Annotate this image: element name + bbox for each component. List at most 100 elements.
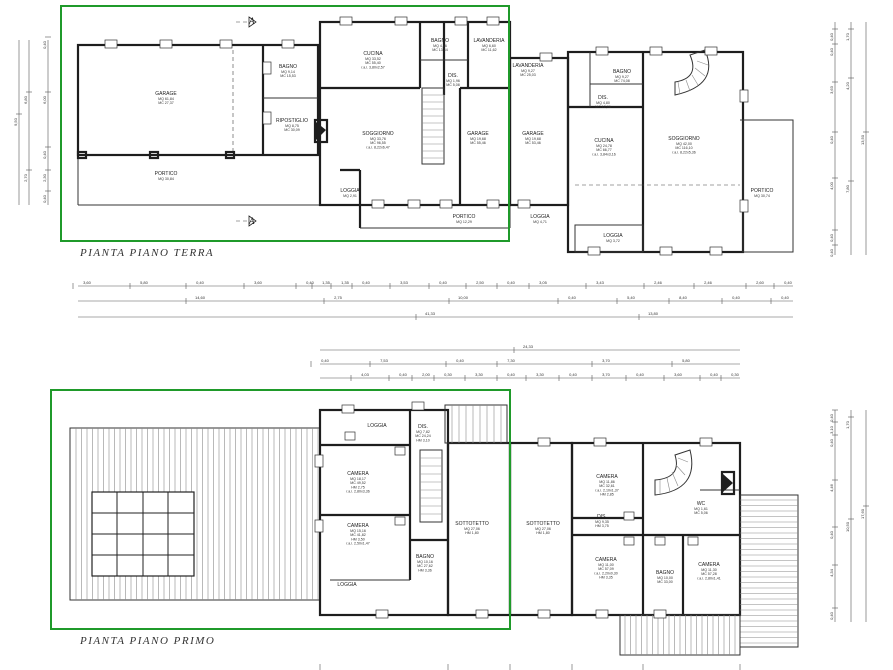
dimension-label: 0,40 bbox=[829, 530, 834, 539]
room-area-line: MQ 1,61 bbox=[694, 507, 708, 511]
room-name: GARAGE bbox=[467, 131, 489, 137]
room-area-line: MC 24,24 bbox=[415, 434, 431, 438]
room-area-line: MC 57,28 bbox=[701, 572, 717, 576]
dimension-label: 3,30 bbox=[536, 372, 545, 377]
room-area-line: MQ 27,06 bbox=[535, 527, 551, 531]
dimension-label: 10,50 bbox=[845, 521, 850, 532]
dimension-label: 3,70 bbox=[602, 372, 611, 377]
dimension-label: 0,40 bbox=[636, 372, 645, 377]
first-room-label: LOGGIA bbox=[337, 582, 357, 588]
room-area-line: r.a.i. 2,50x1,47 bbox=[346, 542, 370, 546]
dimension-label: 4,46 bbox=[829, 483, 834, 492]
highlight-ground-floor bbox=[60, 5, 510, 242]
dimension-label: 0,40 bbox=[829, 413, 834, 422]
room-name: LOGGIA bbox=[603, 233, 623, 239]
room-area-line: MQ 4,66 bbox=[433, 44, 447, 48]
dimension-label: 0,40 bbox=[456, 358, 465, 363]
room-area-line: MQ 1,96 bbox=[446, 79, 460, 83]
room-area-line: MC 49,52 bbox=[350, 481, 366, 485]
room-area-line: MQ 24,78 bbox=[596, 144, 612, 148]
dimension-label: 6,80 bbox=[23, 95, 28, 104]
room-name: PORTICO bbox=[453, 214, 476, 220]
room-name: DIS. bbox=[598, 95, 608, 101]
dimension-label: 3,10 bbox=[829, 425, 834, 434]
room-area-line: r.a.i. 2,80x1,41 bbox=[697, 576, 721, 580]
dimension-label: 3,53 bbox=[400, 280, 409, 285]
room-name: CAMERA bbox=[698, 562, 720, 568]
room-area-line: MQ 61,84 bbox=[158, 97, 174, 101]
room-name: SOGGIORNO bbox=[668, 136, 700, 142]
dimension-label: 0,40 bbox=[829, 32, 834, 41]
dimension-label: 2,46 bbox=[704, 280, 713, 285]
room-area-line: MQ 11,86 bbox=[599, 480, 615, 484]
dimension-label: 0,40 bbox=[829, 438, 834, 447]
dimension-label: 3,70 bbox=[602, 358, 611, 363]
room-area-line: MC 53,46 bbox=[525, 141, 541, 145]
room-area-line: MC 27,62 bbox=[417, 564, 433, 568]
room-area-line: r.a.i. 2,80x3,36 bbox=[346, 490, 370, 494]
room-area-line: MC 57,09 bbox=[598, 567, 614, 571]
room-name: PORTICO bbox=[751, 188, 774, 194]
room-name: CAMERA bbox=[347, 471, 369, 477]
first-room-label: LOGGIA bbox=[367, 423, 387, 429]
room-area-line: MC 27,37 bbox=[158, 101, 174, 105]
room-area-line: MQ 30,74 bbox=[754, 194, 770, 198]
room-name: LAVANDERIA bbox=[513, 63, 545, 69]
room-name: CUCINA bbox=[594, 138, 614, 144]
room-name: DIS. bbox=[448, 73, 458, 79]
dimension-label: 3,60 bbox=[674, 372, 683, 377]
room-area-line: MQ 8,75 bbox=[285, 124, 299, 128]
room-area-line: MC 5,06 bbox=[694, 511, 708, 515]
room-area-line: MQ 30,84 bbox=[158, 177, 174, 181]
dimension-label: 1,35 bbox=[322, 280, 331, 285]
dimension-label: 5,40 bbox=[627, 295, 636, 300]
dimension-label: 0,40 bbox=[568, 295, 577, 300]
dimension-label: 7,53 bbox=[380, 358, 389, 363]
dimension-label: 0,40 bbox=[829, 248, 834, 257]
room-name: LOGGIA bbox=[340, 188, 360, 194]
room-area-line: MC 12,96 bbox=[595, 105, 611, 109]
dimension-label: 4,03 bbox=[361, 372, 370, 377]
garage-wall bbox=[76, 43, 320, 157]
room-area-line: MQ 10,16 bbox=[417, 560, 433, 564]
dimension-label: 0,40 bbox=[732, 295, 741, 300]
room-name: BAGNO bbox=[613, 69, 631, 75]
dimension-label: 0,40 bbox=[439, 280, 448, 285]
room-name: SOTTOTETTO bbox=[526, 521, 560, 527]
room-name: GARAGE bbox=[522, 131, 544, 137]
room-area-line: MC 25,03 bbox=[520, 73, 536, 77]
room-name: GARAGE bbox=[155, 91, 177, 97]
room-area-line: MQ 9,14 bbox=[281, 70, 295, 74]
dimension-label: 0,40 bbox=[42, 40, 47, 49]
room-name: PORTICO bbox=[155, 171, 178, 177]
dimension-label: 0,30 bbox=[444, 372, 453, 377]
room-area-line: MQ 11,00 bbox=[598, 563, 614, 567]
room-area-line: MC 55,46 bbox=[470, 141, 486, 145]
room-area-line: MC 41,82 bbox=[350, 533, 366, 537]
room-area-line: HM 3,10 bbox=[416, 438, 430, 442]
right-first-floor-wall bbox=[570, 441, 742, 617]
room-area-line: MQ 27,06 bbox=[464, 527, 480, 531]
dimension-label: 2,46 bbox=[654, 280, 663, 285]
dimension-label: 3,30 bbox=[475, 372, 484, 377]
title-ground-floor: PIANTA PIANO TERRA bbox=[79, 247, 214, 259]
dimension-label: 4,34 bbox=[829, 568, 834, 577]
room-area-line: MC 66,77 bbox=[596, 148, 612, 152]
room-name: CAMERA bbox=[595, 557, 617, 563]
dimension-label: 41,33 bbox=[425, 311, 436, 316]
room-area-line: MQ 7,82 bbox=[416, 430, 430, 434]
